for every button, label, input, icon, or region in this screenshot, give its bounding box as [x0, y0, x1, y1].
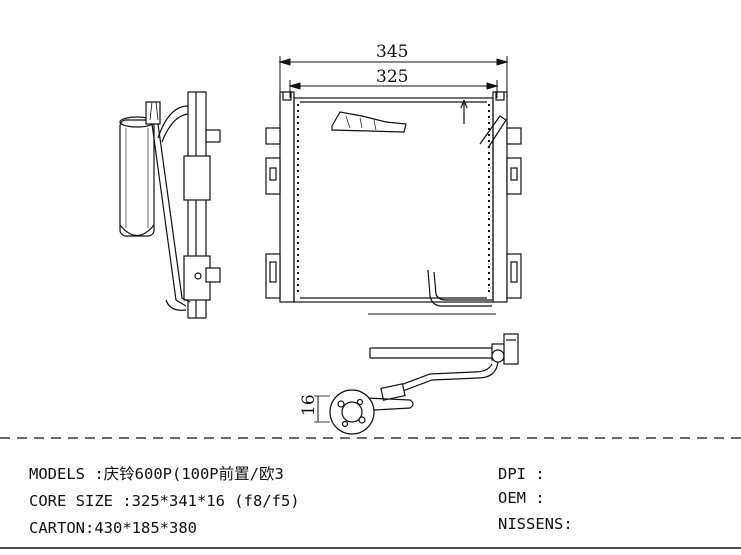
- models-row: MODELS :庆铃600P(100P前置/欧3: [29, 465, 284, 483]
- carton-row: CARTON:430*185*380: [29, 519, 197, 537]
- models-label: MODELS :: [29, 465, 104, 483]
- side-view: [119, 91, 221, 319]
- oem-label: OEM :: [498, 489, 545, 507]
- core-size-row: CORE SIZE :325*341*16 (f8/f5): [29, 492, 300, 510]
- spec-left-column: MODELS :庆铃600P(100P前置/欧3 CORE SIZE :325*…: [29, 465, 469, 539]
- nissens-label: NISSENS:: [498, 515, 573, 533]
- dpi-label: DPI :: [498, 465, 545, 483]
- models-value: 庆铃600P(100P前置/欧3: [103, 465, 284, 483]
- spec-right-column: DPI : OEM : NISSENS:: [498, 465, 718, 539]
- dpi-row: DPI :: [498, 465, 545, 483]
- dimension-core-width: 325: [376, 67, 408, 87]
- nissens-row: NISSENS:: [498, 515, 573, 533]
- carton-label: CARTON:: [29, 519, 95, 537]
- dimension-lines: [278, 56, 509, 98]
- bottom-view: [314, 333, 519, 435]
- dimension-thickness: 16: [299, 394, 319, 416]
- dimension-overall-width: 345: [376, 42, 408, 62]
- core-size-label: CORE SIZE :: [29, 492, 132, 510]
- core-size-value: 325*341*16 (f8/f5): [131, 492, 300, 510]
- oem-row: OEM :: [498, 489, 545, 507]
- carton-value: 430*185*380: [94, 519, 197, 537]
- front-view: [265, 91, 522, 315]
